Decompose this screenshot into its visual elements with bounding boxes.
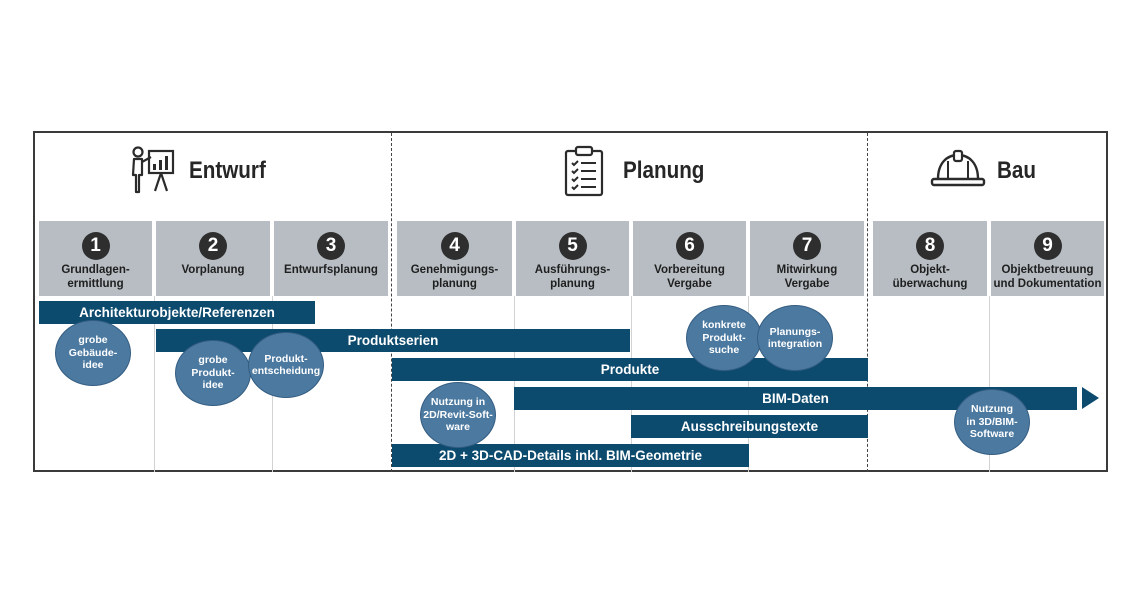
note-nutzung-3d: Nutzung in 3D/BIM- Software <box>954 389 1030 455</box>
stage-7: 7 Mitwirkung Vergabe <box>750 221 864 296</box>
phase-title-entwurf: Entwurf <box>189 157 266 184</box>
stage-9: 9 Objektbetreuung und Dokumentation <box>991 221 1104 296</box>
stage-3: 3 Entwurfsplanung <box>274 221 388 296</box>
stage-label: Vorplanung <box>181 264 245 276</box>
stage-number: 9 <box>1033 232 1062 260</box>
stage-4: 4 Genehmigungs- planung <box>397 221 512 296</box>
phase-divider <box>391 133 392 472</box>
column-divider <box>748 296 749 472</box>
bar-bim-daten: BIM-Daten <box>514 387 1077 410</box>
stage-number: 1 <box>81 232 110 260</box>
stage-8: 8 Objekt- überwachung <box>873 221 987 296</box>
note-planungsintegration: Planungs- integration <box>757 305 833 371</box>
workflow-diagram: Entwurf Planung Bau 1 Grundlagen- er <box>33 131 1108 472</box>
stage-label: Mitwirkung Vergabe <box>776 264 838 290</box>
column-divider <box>631 296 632 472</box>
bar-cad-details: 2D + 3D-CAD-Details inkl. BIM-Geometrie <box>392 444 749 467</box>
bar-produkte: Produkte <box>392 358 868 381</box>
stage-number: 5 <box>558 232 587 260</box>
phase-title-bau: Bau <box>997 157 1036 184</box>
presentation-icon <box>129 145 177 202</box>
stage-number: 2 <box>199 232 227 260</box>
stage-label: Objektbetreuung und Dokumentation <box>993 264 1102 290</box>
stage-number: 4 <box>440 232 469 260</box>
phase-title-planung: Planung <box>623 157 705 184</box>
stage-number: 8 <box>916 232 944 260</box>
column-divider <box>154 296 155 472</box>
stage-number: 3 <box>317 232 345 260</box>
stage-label: Objekt- überwachung <box>892 264 968 290</box>
bar-architekturobjekte: Architekturobjekte/Referenzen <box>39 301 315 324</box>
note-grobe-gebaeudeidee: grobe Gebäude- idee <box>55 320 131 386</box>
column-divider <box>989 296 990 472</box>
hard-hat-icon <box>930 149 986 194</box>
stage-label: Grundlagen- ermittlung <box>61 264 130 290</box>
bim-daten-arrowhead <box>1082 387 1099 409</box>
note-nutzung-2d: Nutzung in 2D/Revit-Soft- ware <box>420 382 496 448</box>
phase-divider <box>867 133 868 472</box>
stage-label: Ausführungs- planung <box>534 264 611 290</box>
note-konkrete-produktsuche: konkrete Produkt- suche <box>686 305 762 371</box>
stage-1: 1 Grundlagen- ermittlung <box>39 221 152 296</box>
note-produktentscheidung: Produkt- entscheidung <box>248 332 324 398</box>
stage-number: 7 <box>793 232 821 260</box>
stage-number: 6 <box>675 232 704 260</box>
stage-5: 5 Ausführungs- planung <box>516 221 629 296</box>
note-grobe-produktidee: grobe Produkt- idee <box>175 340 251 406</box>
clipboard-checklist-icon <box>562 145 606 202</box>
stage-2: 2 Vorplanung <box>156 221 270 296</box>
column-divider <box>514 296 515 472</box>
stage-6: 6 Vorbereitung Vergabe <box>633 221 746 296</box>
bar-ausschreibungstexte: Ausschreibungstexte <box>631 415 868 438</box>
stage-label: Entwurfsplanung <box>284 264 378 276</box>
stage-label: Vorbereitung Vergabe <box>654 264 725 290</box>
stage-label: Genehmigungs- planung <box>410 264 499 290</box>
